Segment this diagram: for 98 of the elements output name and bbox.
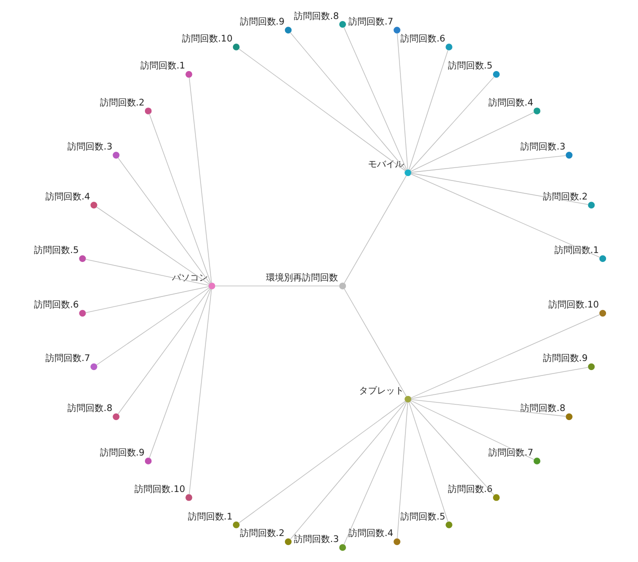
node-circle [565, 413, 572, 420]
connector [96, 206, 210, 285]
node-circle [404, 396, 411, 403]
connector [410, 314, 600, 398]
node-circle [533, 458, 540, 464]
node-label: 訪問回数.7 [348, 18, 393, 28]
node-label: 訪問回数.5 [34, 246, 78, 256]
connector [410, 399, 566, 417]
node-circle [338, 282, 346, 290]
node-circle [338, 544, 346, 551]
connector [343, 288, 406, 397]
connector [409, 76, 494, 171]
node-label: 訪問回数.8 [294, 12, 338, 22]
node-label: 訪問回数.7 [488, 448, 533, 458]
connector [84, 258, 209, 286]
node-circle [587, 363, 594, 370]
node-circle [393, 538, 400, 546]
node-label: 訪問回数.3 [294, 534, 338, 545]
node-circle [232, 44, 240, 50]
node-circle [492, 70, 500, 78]
node-label: 訪問回数.5 [400, 512, 445, 522]
connector [238, 400, 406, 524]
node-label: 訪問回数.8 [67, 404, 112, 414]
connector [188, 77, 212, 284]
node-circle [78, 255, 86, 262]
connector [408, 50, 448, 170]
connector [188, 288, 212, 495]
node-circle [338, 21, 346, 28]
connector [148, 113, 211, 284]
node-circle [185, 494, 192, 501]
node-circle [445, 44, 452, 50]
node-circle [393, 26, 400, 34]
node-label: 訪問回数.9 [542, 354, 588, 364]
node-label: 訪問回数.2 [99, 98, 144, 108]
node-circle [232, 522, 240, 528]
connector [396, 33, 408, 170]
connector [343, 402, 407, 545]
connector [410, 172, 588, 205]
connector [289, 401, 406, 540]
node-label: 訪問回数.6 [447, 484, 492, 495]
connector [84, 286, 209, 313]
connector [410, 400, 534, 460]
node-label: 訪問回数.10 [182, 34, 232, 44]
node-circle [284, 538, 292, 546]
node-label: 訪問回数.1 [187, 512, 232, 522]
node-label: 訪問回数.7 [44, 354, 90, 364]
node-label: 訪問回数.8 [520, 404, 565, 414]
connector [343, 26, 407, 170]
node-circle [492, 494, 500, 501]
connector [410, 366, 588, 399]
connector [343, 175, 406, 284]
node-label: 訪問回数.10 [548, 300, 598, 311]
node-circle [144, 108, 152, 114]
node-label: 環境別再訪問回数 [266, 273, 338, 284]
node-circle [208, 282, 215, 290]
node-label: 訪問回数.1 [554, 246, 598, 256]
connector [238, 48, 406, 172]
node-circle [78, 310, 86, 317]
node-label: 訪問回数.9 [239, 18, 284, 28]
node-label: 訪問回数.3 [520, 142, 565, 153]
node-label: 訪問回数.2 [239, 529, 284, 540]
node-label: 訪問回数.5 [447, 62, 492, 72]
node-circle [598, 310, 606, 317]
node-circle [284, 26, 292, 34]
connector [96, 287, 210, 366]
node-circle [90, 202, 97, 209]
node-label: 訪問回数.4 [488, 98, 533, 108]
node-circle [144, 458, 152, 464]
connector [396, 402, 408, 539]
connector [410, 174, 600, 258]
node-label: 訪問回数.4 [348, 529, 393, 540]
node-circle [112, 413, 119, 420]
node-circle [404, 169, 411, 176]
connector [117, 288, 210, 414]
node-label: 訪問回数.2 [542, 192, 588, 203]
connector [410, 155, 566, 173]
node-circle [598, 255, 606, 262]
node-label: 訪問回数.3 [67, 142, 112, 153]
node-circle [587, 202, 594, 209]
node-label: 訪問回数.6 [34, 300, 78, 311]
connector [289, 32, 406, 171]
node-label: 訪問回数.10 [134, 484, 185, 495]
node-label: タブレット [358, 386, 404, 397]
connector [408, 402, 448, 522]
node-circle [445, 522, 452, 528]
connector [409, 401, 494, 496]
node-label: 訪問回数.6 [400, 34, 445, 44]
node-label: 訪問回数.9 [99, 448, 144, 458]
connector [410, 112, 534, 172]
node-label: 訪問回数.4 [44, 192, 90, 203]
connector [148, 288, 211, 458]
node-circle [90, 363, 97, 370]
node-label: 訪問回数.1 [140, 62, 185, 72]
node-circle [533, 108, 540, 114]
node-circle [112, 152, 119, 159]
node-circle [565, 152, 572, 159]
node-circle [185, 70, 192, 78]
connector [117, 158, 210, 284]
